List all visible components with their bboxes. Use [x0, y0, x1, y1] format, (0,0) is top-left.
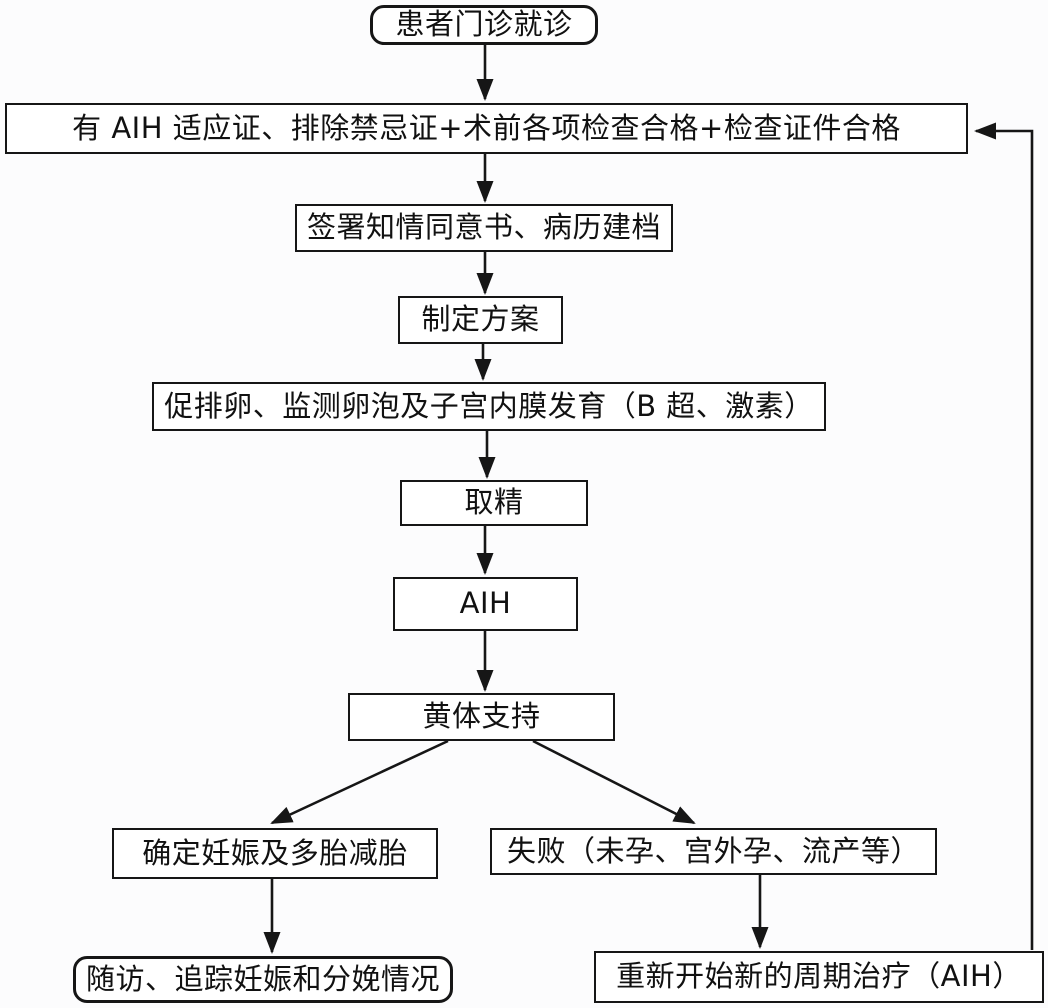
node-failure: 失败（未孕、宫外孕、流产等）	[490, 828, 937, 875]
node-sperm-collection: 取精	[400, 480, 588, 526]
node-follow-up: 随访、追踪妊娠和分娩情况	[73, 956, 453, 1003]
node-consent: 签署知情同意书、病历建档	[295, 204, 673, 252]
node-patient-visit: 患者门诊就诊	[370, 5, 598, 45]
node-eligibility: 有 AIH 适应证、排除禁忌证+术前各项检查合格+检查证件合格	[5, 103, 968, 154]
node-plan: 制定方案	[398, 296, 563, 344]
arrow-luteal-to-pregnancy	[270, 739, 449, 825]
arrow-restart-to-eligibility-feedback	[974, 122, 1034, 950]
arrow-luteal-to-failure	[532, 739, 696, 825]
node-restart-cycle: 重新开始新的周期治疗（AIH）	[594, 951, 1044, 1003]
node-aih: AIH	[393, 577, 578, 631]
node-luteal-support: 黄体支持	[348, 693, 615, 741]
node-pregnancy-confirmation: 确定妊娠及多胎减胎	[112, 828, 438, 879]
node-ovulation-monitoring: 促排卵、监测卵泡及子宫内膜发育（B 超、激素）	[152, 382, 826, 431]
